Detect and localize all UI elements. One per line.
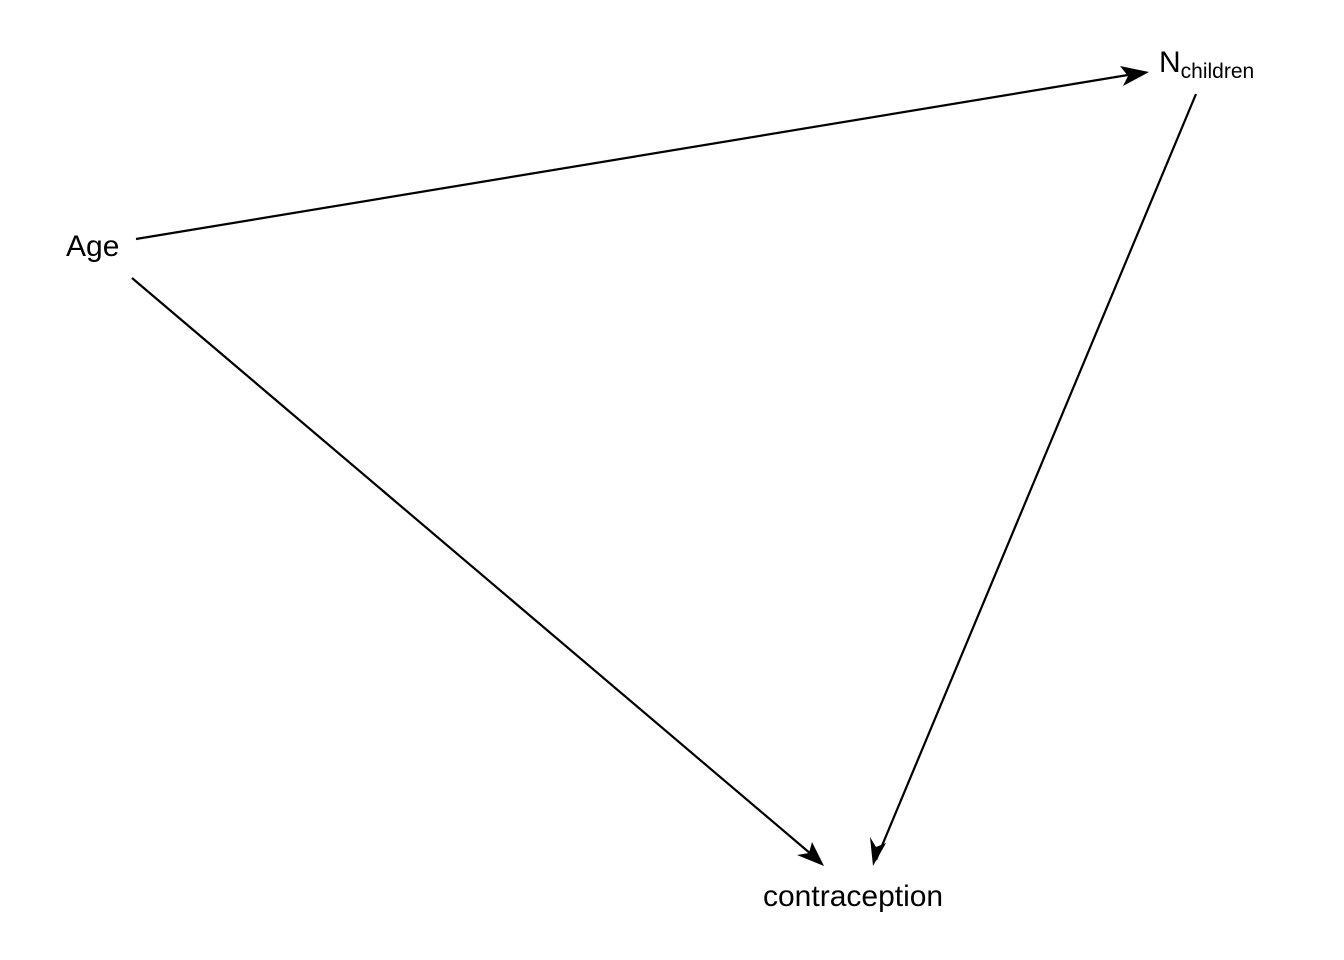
node-nchildren: Nchildren [1159, 46, 1254, 83]
edge-nchildren-to-contraception-line [874, 93, 1198, 861]
arrowhead-icon [1120, 66, 1149, 86]
arrowhead-icon [797, 842, 824, 866]
node-nchildren-subscript: children [1181, 60, 1255, 83]
node-age: Age [66, 230, 119, 263]
edge-age-to-contraception [131, 277, 824, 866]
node-contraception-label: contraception [763, 880, 943, 913]
edge-age-to-nchildren [135, 66, 1149, 241]
edge-nchildren-to-contraception [870, 93, 1198, 866]
arrowhead-icon [870, 837, 886, 866]
edge-age-to-contraception-line [131, 277, 819, 861]
edge-age-to-nchildren-line [135, 71, 1141, 241]
node-nchildren-label: N [1159, 46, 1181, 79]
node-age-label: Age [66, 230, 119, 263]
node-contraception: contraception [763, 880, 943, 913]
